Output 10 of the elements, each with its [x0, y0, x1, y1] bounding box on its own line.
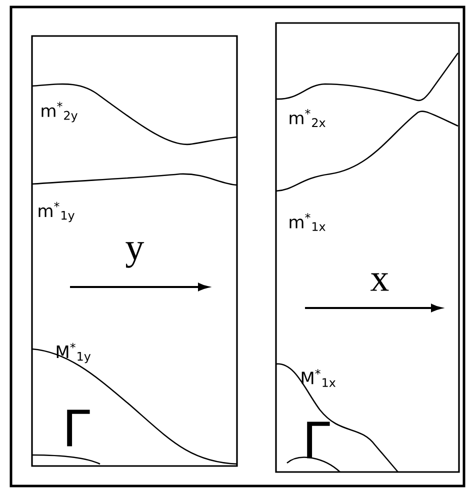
gamma-label: Γ: [307, 422, 330, 458]
axis-label: x: [370, 273, 389, 291]
band-label: m$^{*}$2x: [290, 109, 326, 127]
axis-label: y: [126, 242, 144, 268]
band-label: m$^{*}$1y: [38, 202, 74, 222]
band-label: m$^{*}$1x: [290, 213, 326, 231]
band-label: m$^{*}$2y: [42, 102, 78, 122]
band-label: M$^{*}$1y: [56, 342, 91, 364]
band-label: M$^{*}$1x: [302, 369, 336, 387]
gamma-label: Γ: [67, 410, 90, 446]
